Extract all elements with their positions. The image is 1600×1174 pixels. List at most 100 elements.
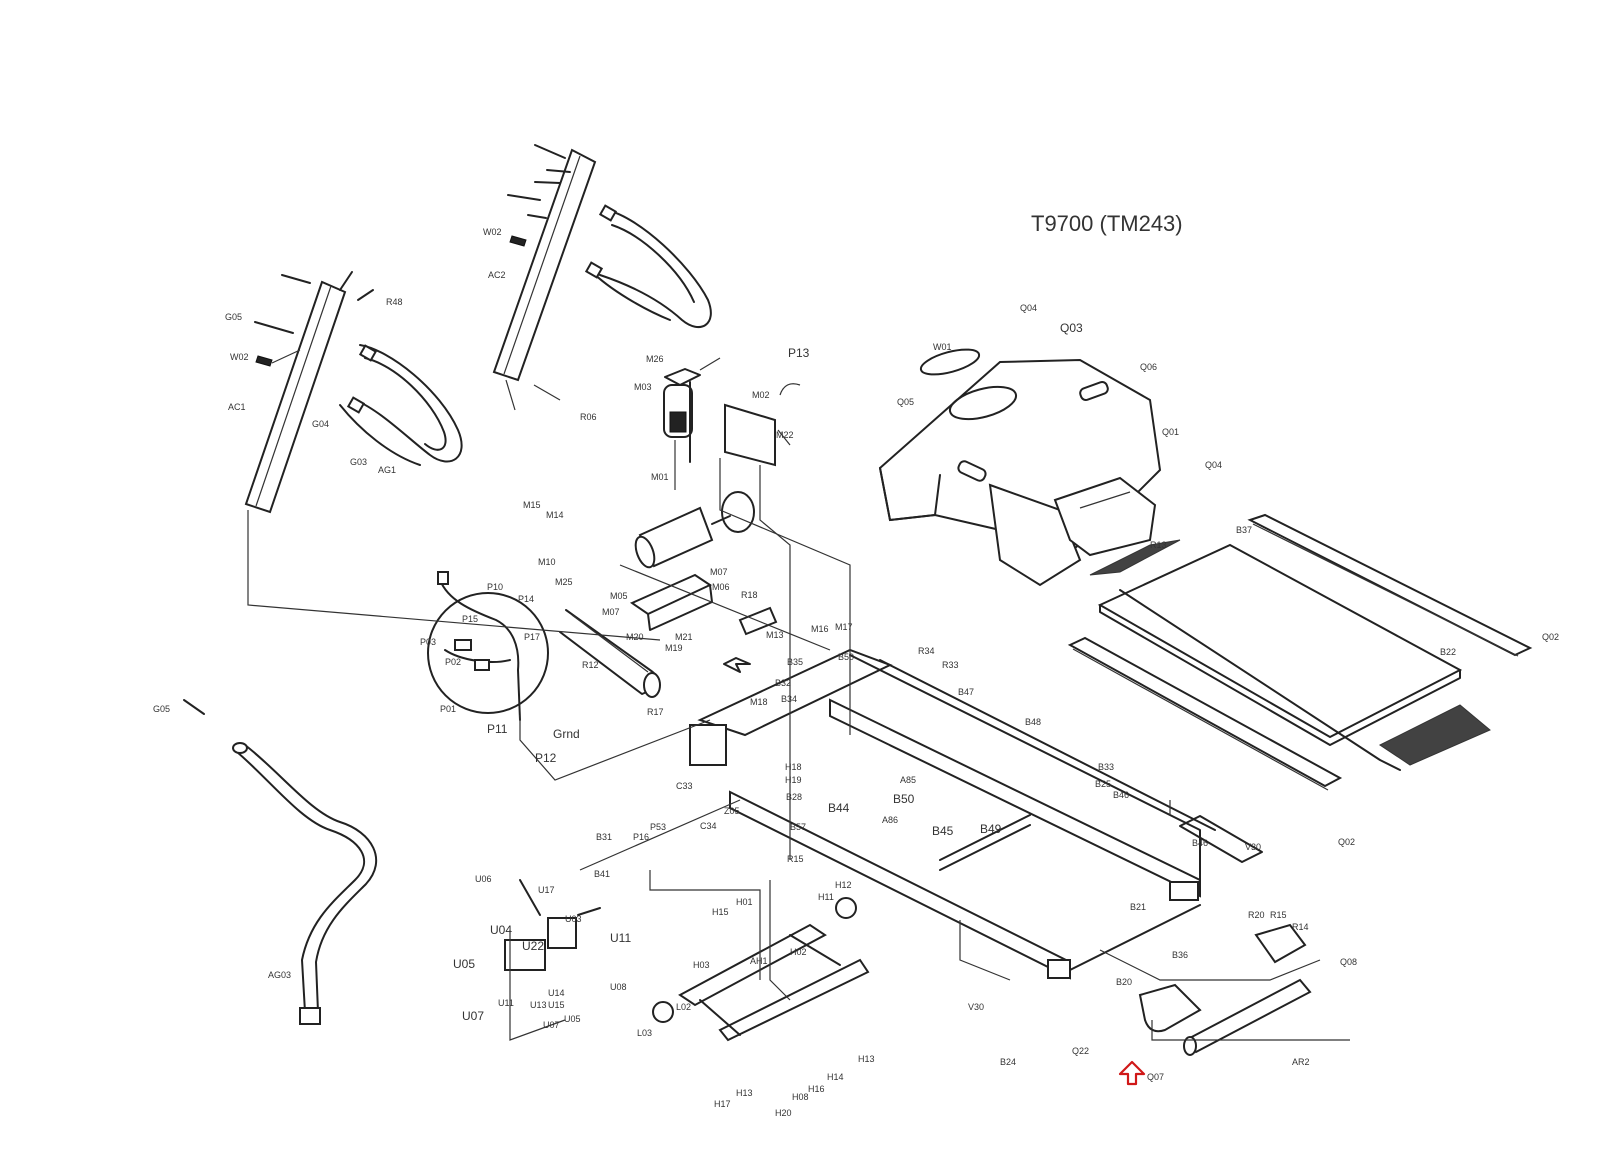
label-b22: B22 (1440, 647, 1456, 657)
motor-mount-bracket (629, 573, 713, 631)
label-u13: U13 (530, 1000, 547, 1010)
label-m14: M14 (546, 510, 564, 520)
label-w02-left: W02 (230, 352, 249, 362)
label-b33: B33 (1098, 762, 1114, 772)
label-q02-bottom: Q02 (1338, 837, 1355, 847)
label-ag1: AG1 (378, 465, 396, 475)
label-b44: B44 (828, 801, 850, 815)
lift-frame (652, 897, 870, 1042)
decal-v30 (1179, 815, 1263, 863)
label-b21: B21 (1130, 902, 1146, 912)
label-m01: M01 (651, 472, 669, 482)
label-ag03: AG03 (268, 970, 291, 980)
label-h16: H16 (808, 1084, 825, 1094)
label-u05b: U05 (564, 1014, 581, 1024)
label-b24: B24 (1000, 1057, 1016, 1067)
left-upright-handrail (244, 280, 463, 514)
label-b25: B25 (1095, 779, 1111, 789)
label-r12: R12 (582, 660, 599, 670)
label-m13: M13 (766, 630, 784, 640)
label-r17: R17 (647, 707, 664, 717)
label-b28: B28 (786, 792, 802, 802)
label-b34: B34 (781, 694, 797, 704)
label-ar2: AR2 (1292, 1057, 1310, 1067)
label-r06: R06 (580, 412, 597, 422)
label-h15: H15 (712, 907, 729, 917)
label-b47: B47 (958, 687, 974, 697)
label-h02: H02 (790, 947, 807, 957)
running-belt (1089, 539, 1491, 771)
label-ac2: AC2 (488, 270, 506, 280)
label-u08: U08 (610, 982, 627, 992)
label-r15b: R15 (1270, 910, 1287, 920)
rear-end-cap-q08 (1254, 923, 1307, 964)
lift-motor-assembly (663, 357, 721, 463)
label-q04-right: Q04 (1205, 460, 1222, 470)
label-u05: U05 (453, 957, 475, 971)
label-h14: H14 (827, 1072, 844, 1082)
label-p01: P01 (440, 704, 456, 714)
label-q03: Q03 (1060, 321, 1083, 335)
label-g03: G03 (350, 457, 367, 467)
label-b45: B45 (932, 824, 954, 838)
side-rail-top (1247, 513, 1533, 657)
label-m20: M20 (626, 632, 644, 642)
label-h19: H19 (785, 775, 802, 785)
rear-end-cap-q07 (1138, 983, 1202, 1033)
motor-hood-cover (878, 348, 1162, 587)
label-b37: B37 (1236, 525, 1252, 535)
label-g05-left: G05 (153, 704, 170, 714)
main-frame (689, 648, 1216, 980)
label-h20: H20 (775, 1108, 792, 1118)
label-z05: Z05 (724, 806, 740, 816)
label-u07: U07 (462, 1009, 484, 1023)
right-upright-handrail (492, 148, 712, 411)
label-b46: B46 (1113, 790, 1129, 800)
label-u17: U17 (538, 885, 555, 895)
label-q02-top: Q02 (1542, 632, 1559, 642)
label-m22: M22 (776, 430, 794, 440)
label-r18: R18 (741, 590, 758, 600)
label-u11: U11 (610, 931, 631, 945)
label-m21: M21 (675, 632, 693, 642)
left-handrail-fasteners (254, 271, 374, 367)
label-u03: U03 (565, 914, 582, 924)
leader-lines (247, 440, 1350, 1041)
label-p02: P02 (445, 657, 461, 667)
label-r20: R20 (1248, 910, 1265, 920)
label-b36: B36 (1172, 950, 1188, 960)
label-q08: Q08 (1340, 957, 1357, 967)
label-a86: A86 (882, 815, 898, 825)
label-m26: M26 (646, 354, 664, 364)
label-m19: M19 (665, 643, 683, 653)
label-r33: R33 (942, 660, 959, 670)
label-b31: B31 (596, 832, 612, 842)
label-q22: Q22 (1072, 1046, 1089, 1056)
label-p11: P11 (487, 722, 508, 736)
label-r14: R14 (1292, 922, 1309, 932)
label-u06: U06 (475, 874, 492, 884)
label-h13b: H13 (736, 1088, 753, 1098)
label-b41: B41 (594, 869, 610, 879)
label-p14: P14 (518, 594, 534, 604)
rear-roller (1183, 978, 1312, 1056)
label-grnd: Grnd (553, 727, 580, 741)
label-b46b: B46 (1192, 838, 1208, 848)
label-h08: H08 (792, 1092, 809, 1102)
label-h13: H13 (858, 1054, 875, 1064)
label-ah1: AH1 (750, 956, 768, 966)
label-b20: B20 (1116, 977, 1132, 987)
label-r15: R15 (787, 854, 804, 864)
label-a85: A85 (900, 775, 916, 785)
console-controller-parts (504, 879, 601, 971)
label-g05-top: G05 (225, 312, 242, 322)
label-b50-small: B50 (838, 652, 854, 662)
label-p10: P10 (487, 582, 503, 592)
running-deck (1097, 543, 1463, 746)
diagram-title: T9700 (TM243) (1031, 211, 1183, 236)
label-p12: P12 (535, 751, 557, 765)
label-v30b: V30 (968, 1002, 984, 1012)
label-ac1: AC1 (228, 402, 246, 412)
side-handle-bar (183, 699, 378, 1025)
drive-belt (559, 609, 661, 698)
